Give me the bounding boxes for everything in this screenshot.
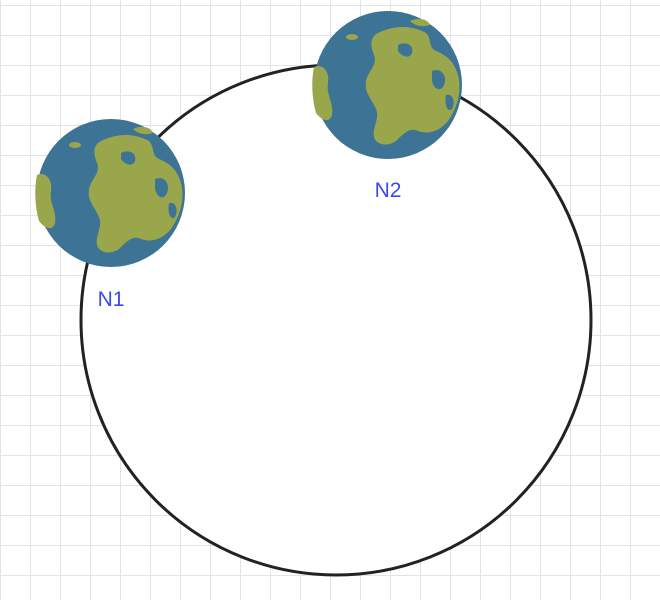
node-label-n2: N2 [375, 179, 402, 202]
node-n2[interactable]: N2 [312, 11, 462, 202]
node-label-n1: N1 [98, 288, 125, 311]
earth-globe-icon [35, 119, 185, 267]
node-n1[interactable]: N1 [35, 119, 185, 311]
